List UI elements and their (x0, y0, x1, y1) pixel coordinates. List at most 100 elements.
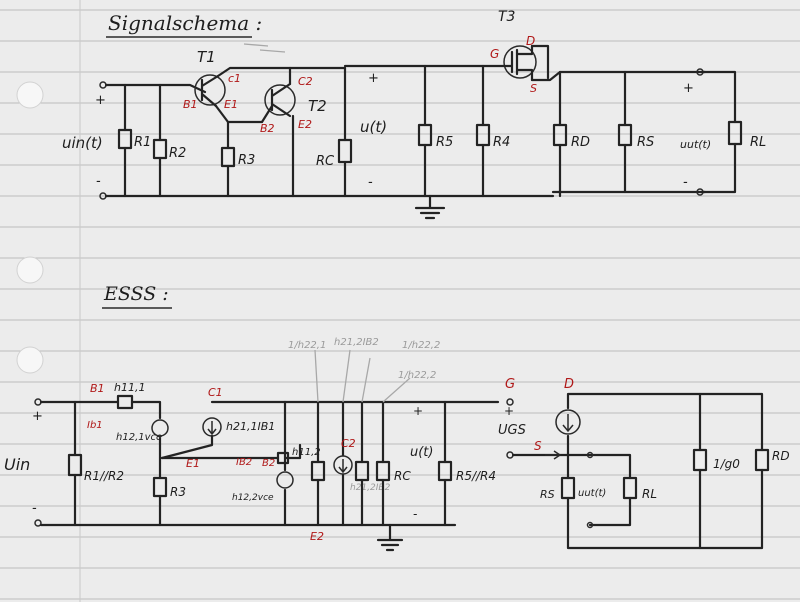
RC-resistor (337, 138, 353, 164)
svg-text:R5//R4: R5//R4 (456, 469, 496, 483)
svg-text:C1: C1 (208, 386, 223, 399)
ut-label: u(t) (360, 118, 387, 136)
h11-1-resistor (116, 394, 134, 410)
ugs-label: UGS (498, 423, 526, 438)
svg-text:-: - (96, 174, 101, 189)
svg-text:B1: B1 (90, 382, 105, 395)
ut-label-2: u(t) (410, 445, 433, 460)
RC-resistor-2 (375, 460, 391, 482)
svg-text:1/h22,2: 1/h22,2 (402, 340, 440, 351)
RS-resistor-2 (560, 476, 576, 500)
go-resistor (692, 448, 708, 472)
h21-2-current-source (333, 455, 353, 475)
svg-text:B1: B1 (183, 98, 198, 111)
svg-text:+: + (368, 71, 379, 86)
svg-text:RD: RD (772, 449, 790, 463)
svg-text:-: - (32, 501, 37, 516)
uut-label-1: uut(t) (680, 138, 711, 151)
RL-resistor (727, 120, 743, 146)
svg-text:h11,1: h11,1 (114, 381, 145, 394)
h12-1-voltage-source (151, 419, 169, 437)
svg-text:E1: E1 (186, 457, 200, 470)
R1-R2-parallel (67, 453, 83, 477)
svg-text:RS: RS (637, 135, 654, 150)
svg-text:IB2: IB2 (236, 457, 252, 468)
svg-text:S: S (534, 439, 542, 453)
input-wire-2 (39, 400, 162, 527)
svg-text:RC: RC (316, 154, 335, 169)
h22-2-resistor (354, 460, 370, 482)
svg-text:-: - (683, 175, 688, 190)
svg-text:+: + (683, 81, 694, 96)
svg-text:h21,2IB2: h21,2IB2 (350, 483, 391, 493)
svg-text:+: + (95, 93, 106, 108)
svg-text:+: + (504, 404, 514, 418)
svg-text:+: + (413, 404, 423, 418)
ground-symbol-2 (376, 523, 404, 552)
T3-mosfet (503, 45, 537, 79)
svg-text:T3: T3 (498, 9, 515, 25)
svg-text:RL: RL (750, 135, 766, 150)
svg-text:RS: RS (540, 488, 555, 501)
R4-resistor (475, 123, 491, 147)
T2-transistor (264, 84, 296, 116)
svg-text:C2: C2 (341, 437, 356, 450)
svg-text:-: - (413, 507, 417, 521)
svg-text:R1: R1 (134, 135, 151, 150)
RD-resistor-2 (754, 448, 770, 472)
uin-label-2: Uin (4, 455, 30, 474)
svg-text:R1//R2: R1//R2 (84, 469, 124, 483)
svg-text:E1: E1 (224, 98, 238, 111)
RD-resistor (552, 123, 568, 147)
svg-text:E2: E2 (310, 530, 324, 543)
signalschema-title: Signalschema : (108, 11, 262, 35)
svg-text:h21,2IB2: h21,2IB2 (334, 337, 379, 348)
svg-text:RD: RD (571, 135, 590, 150)
svg-text:R5: R5 (436, 135, 453, 150)
svg-text:D: D (564, 377, 574, 392)
svg-text:R3: R3 (170, 485, 186, 499)
svg-text:h11,2: h11,2 (292, 447, 321, 458)
svg-text:C2: C2 (298, 75, 313, 88)
R3-resistor-2 (152, 476, 168, 498)
svg-text:+: + (32, 409, 43, 424)
svg-text:E2: E2 (298, 118, 312, 131)
gm-current-source (555, 409, 581, 435)
R2-resistor (152, 138, 168, 160)
uut-label-2: uut(t) (578, 488, 606, 499)
svg-text:RC: RC (394, 469, 411, 483)
R1-resistor (117, 128, 133, 150)
punch-holes (16, 81, 44, 374)
svg-text:S: S (530, 82, 537, 95)
ground-symbol-1 (414, 194, 446, 220)
h22-1-resistor (310, 460, 326, 482)
R5-resistor (417, 123, 433, 147)
svg-text:R4: R4 (493, 135, 510, 150)
svg-text:T1: T1 (197, 48, 216, 66)
svg-text:B2: B2 (262, 458, 275, 469)
svg-text:D: D (526, 34, 535, 48)
svg-text:1/h22,2: 1/h22,2 (398, 370, 436, 381)
svg-text:h21,1IB1: h21,1IB1 (226, 420, 275, 433)
uin-label: uin(t) (62, 134, 103, 152)
R5-R4-parallel (437, 460, 453, 482)
svg-text:G: G (505, 377, 515, 392)
svg-text:h12,2vce: h12,2vce (232, 493, 274, 503)
T1-transistor (194, 74, 226, 106)
input-top-wire (104, 83, 207, 94)
svg-text:R2: R2 (169, 146, 186, 161)
svg-text:RL: RL (642, 487, 657, 501)
esss-title: ESSS : (103, 283, 169, 305)
h12-2-voltage-source (276, 471, 294, 489)
svg-text:1/g0: 1/g0 (713, 457, 740, 471)
svg-text:B2: B2 (260, 122, 275, 135)
svg-text:R3: R3 (238, 153, 255, 168)
RL-resistor-2 (622, 476, 638, 500)
svg-text:h12,1vce: h12,1vce (116, 432, 162, 443)
svg-text:G: G (490, 47, 499, 61)
svg-text:c1: c1 (228, 72, 241, 85)
h11-2-resistor (276, 451, 290, 465)
svg-text:1/h22,1: 1/h22,1 (288, 340, 326, 351)
